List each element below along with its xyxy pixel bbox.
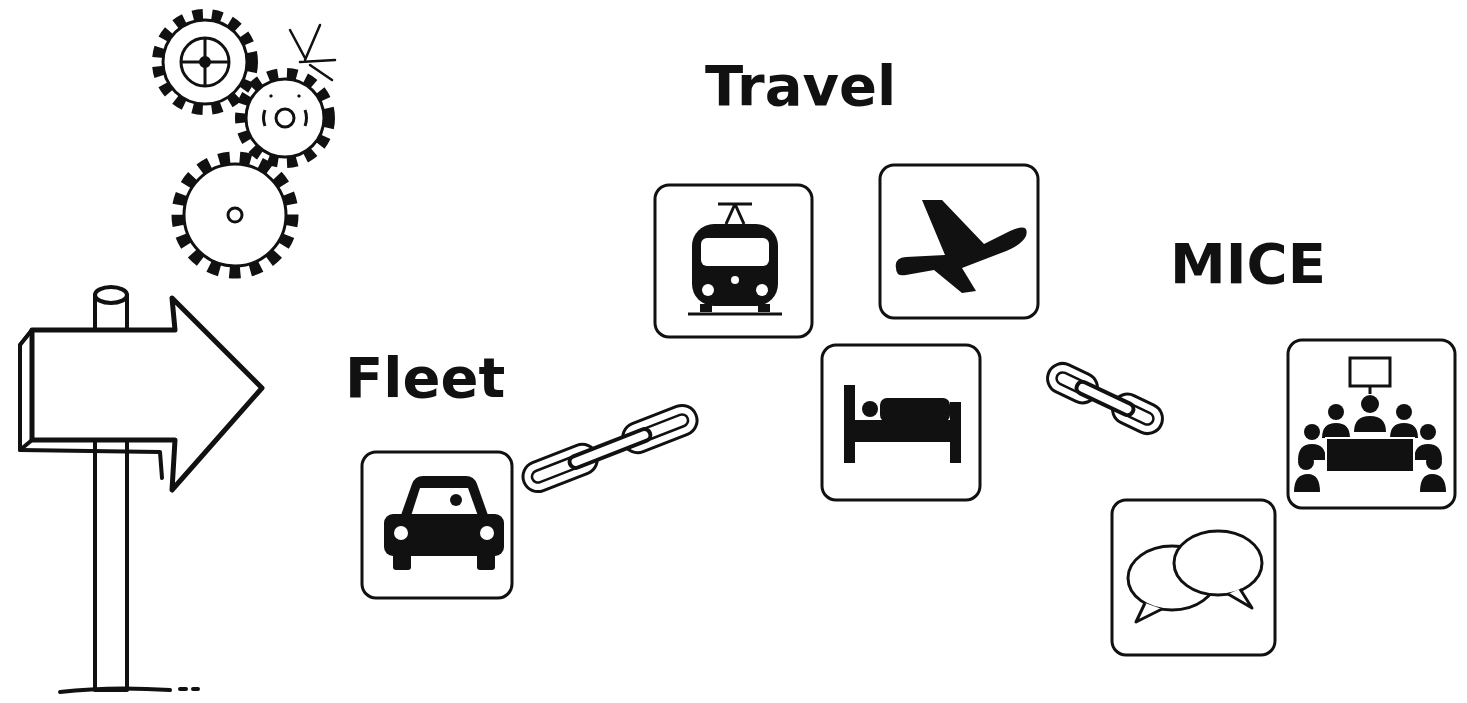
group-title: Travel [705,55,896,117]
chain-link-inner [1083,388,1128,409]
group-title: Fleet [345,347,505,409]
group-title: MICE [1170,233,1326,295]
train-icon [655,185,812,337]
chain-connector [519,401,702,496]
chain-link-inner [576,435,645,462]
meeting-icon [1288,340,1455,508]
icon-group: Fleet [340,345,520,600]
chain-link [576,435,645,462]
car-icon [362,452,512,598]
chain-link [1083,388,1128,409]
icon-group: Travel [700,50,1045,505]
bed-icon [822,345,980,500]
plane-icon [880,165,1038,318]
chat-icon [1112,500,1275,655]
signpost [20,287,262,692]
icon-group: MICE [1165,225,1460,660]
gears [158,15,335,272]
chain-connector [1043,358,1168,438]
